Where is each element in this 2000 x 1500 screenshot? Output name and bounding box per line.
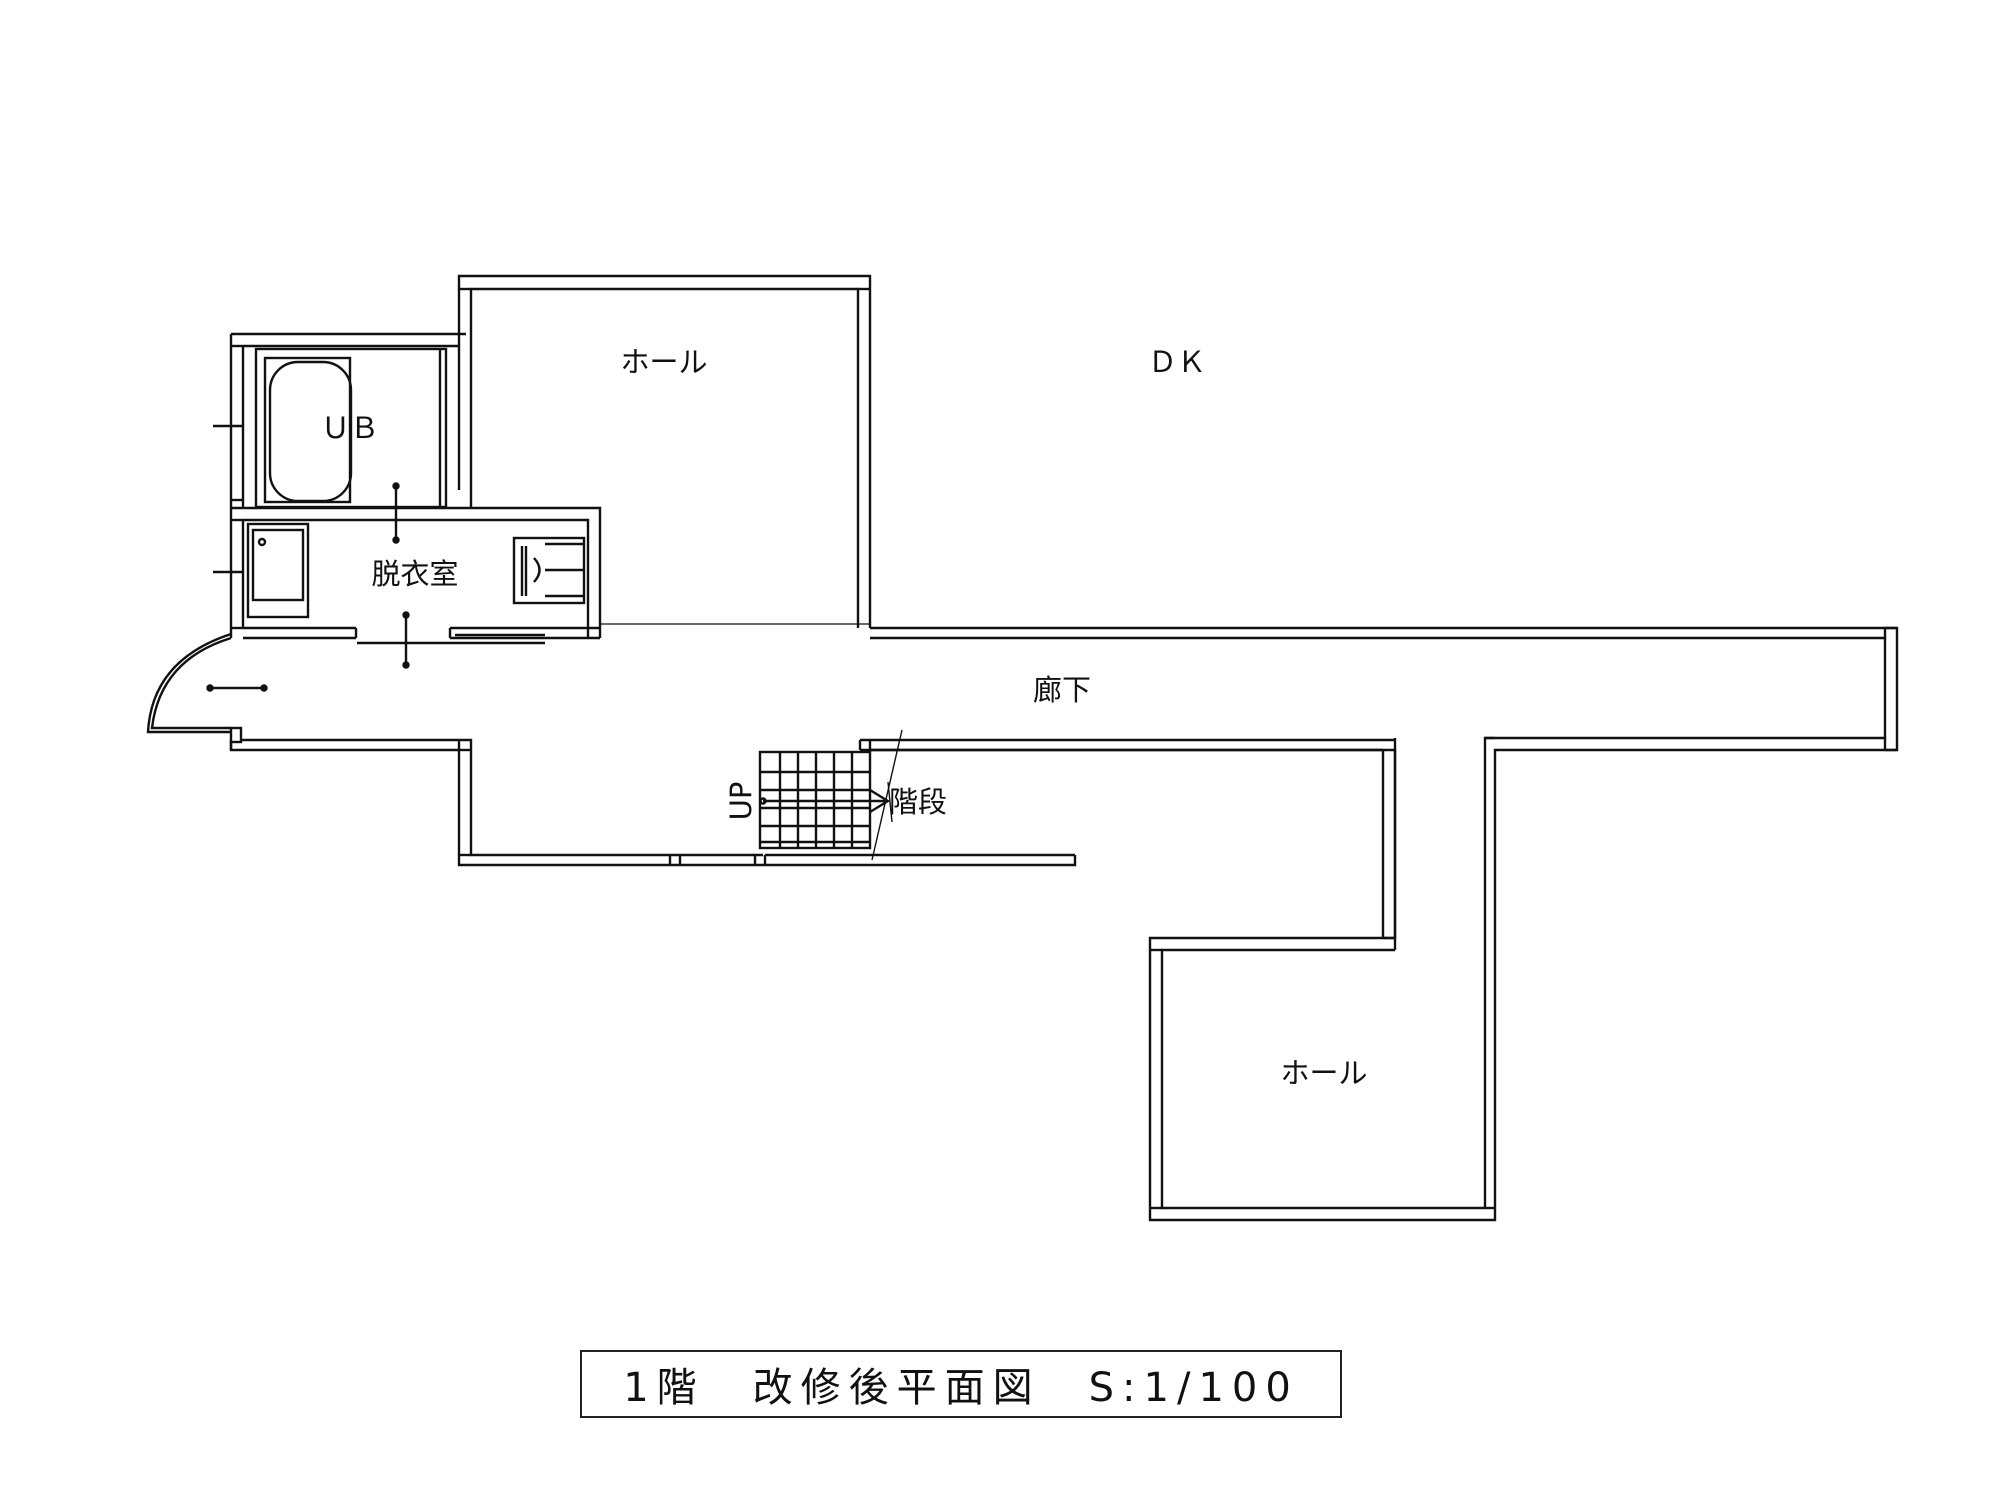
label-dk: ＤＫ — [1148, 345, 1206, 379]
wall-dressing-room — [229, 506, 602, 645]
label-hall-upper: ホール — [620, 345, 707, 379]
wall-lower-left — [229, 738, 1395, 867]
label-corridor: 廊下 — [1033, 673, 1091, 707]
dressing-door-marker — [402, 611, 410, 669]
wall-corridor — [870, 626, 1899, 1222]
label-unit-bath: ＵＢ — [321, 411, 379, 445]
drawing-title: 1階 改修後平面図 S:1/100 — [623, 1365, 1299, 1411]
label-stairs: 階段 — [889, 785, 947, 819]
label-dressing-room: 脱衣室 — [371, 557, 458, 591]
bath-door-marker — [213, 424, 400, 574]
washbasin — [246, 522, 310, 619]
washing-machine — [512, 536, 586, 605]
label-stairs-up: UP — [724, 782, 758, 821]
drawing-title-box: 1階 改修後平面図 S:1/100 — [580, 1350, 1342, 1418]
label-hall-lower: ホール — [1280, 1056, 1367, 1090]
wall-hall-upper — [457, 274, 872, 628]
staircase — [758, 729, 903, 861]
entry-door — [146, 632, 268, 744]
